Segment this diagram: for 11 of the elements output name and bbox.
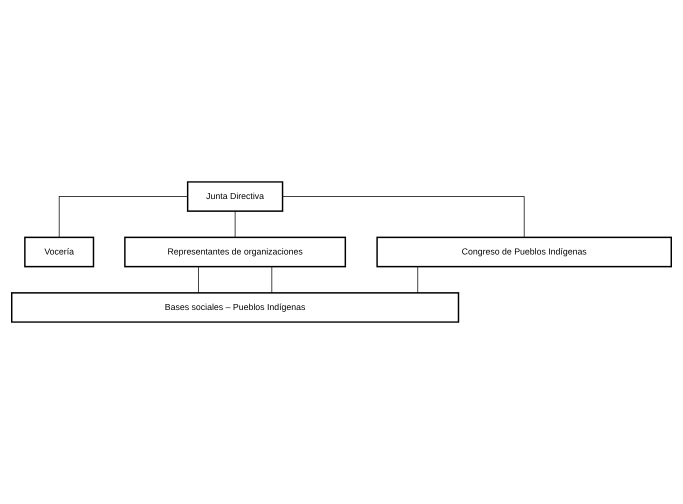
node-box: Vocería: [24, 236, 94, 268]
connector: [58, 196, 188, 238]
connector: [198, 266, 199, 294]
connector: [234, 211, 236, 238]
connector: [271, 266, 272, 294]
node-box: Congreso de Pueblos Indígenas: [376, 236, 672, 268]
node-box: Representantes de organizaciones: [124, 236, 346, 268]
connector: [282, 196, 525, 238]
connector: [417, 266, 418, 294]
node-box: Junta Directiva: [186, 181, 284, 212]
node-box: Bases sociales – Pueblos Indígenas: [11, 292, 460, 323]
